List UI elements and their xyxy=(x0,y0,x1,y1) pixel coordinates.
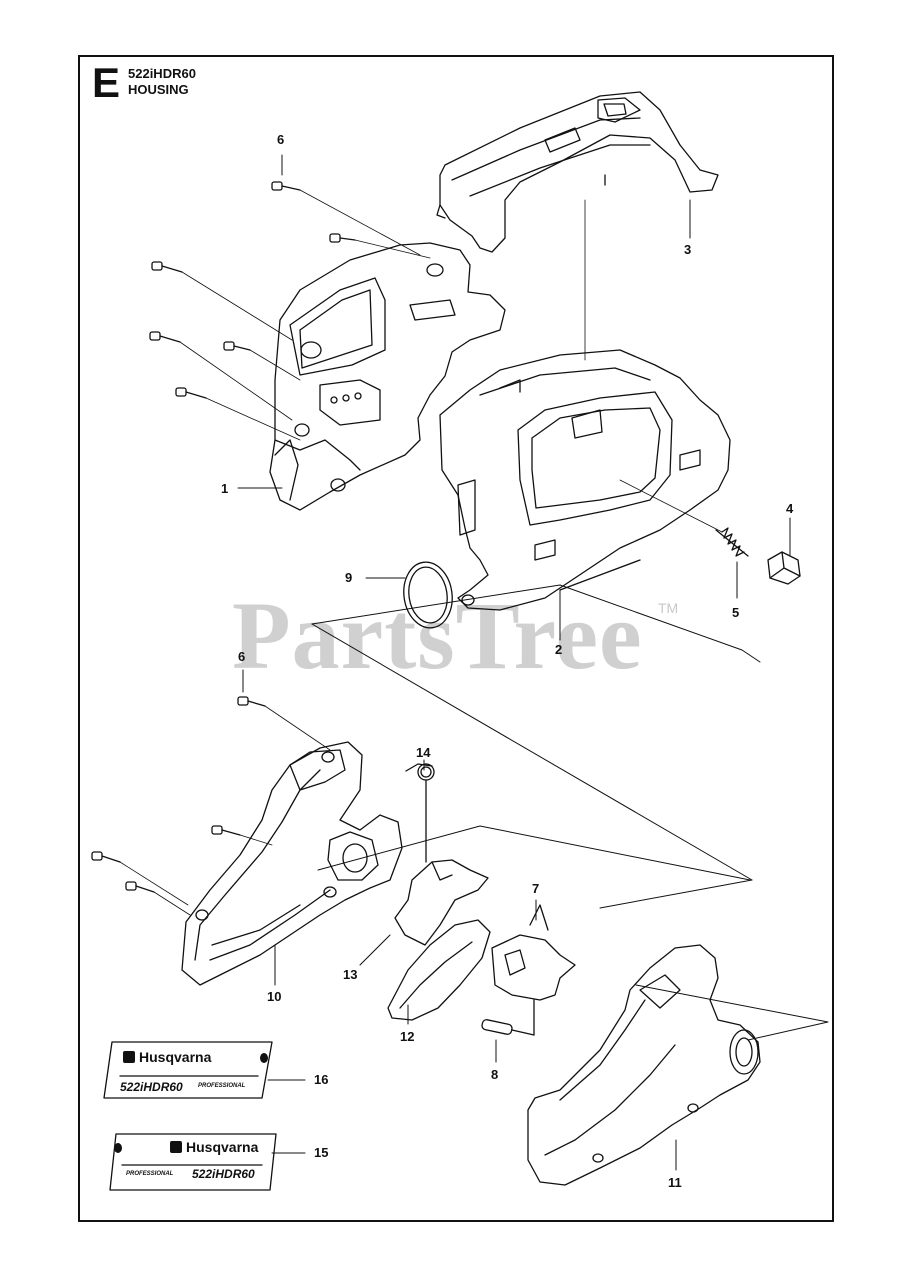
section-letter: E xyxy=(92,59,121,106)
decal-15-model: 522iHDR60 xyxy=(192,1167,255,1181)
decal-15-brand: Husqvarna xyxy=(186,1139,259,1155)
part-9-o-ring[interactable] xyxy=(400,559,457,631)
part-14-torsion-spring[interactable] xyxy=(405,763,435,863)
part-8-spring[interactable] xyxy=(481,999,535,1036)
callout-1: 1 xyxy=(221,481,229,496)
callout-4: 4 xyxy=(786,501,794,516)
watermark-text: PartsTree xyxy=(232,582,643,689)
lower-screw-guide-lines xyxy=(119,705,331,916)
part-3-top-handle-cover[interactable] xyxy=(436,91,719,253)
callout-14: 14 xyxy=(416,745,431,760)
screw-guide-lines xyxy=(179,189,723,533)
diagram-frame xyxy=(78,55,834,1222)
callout-16: 16 xyxy=(314,1072,329,1087)
part-1-left-housing[interactable] xyxy=(269,242,506,511)
part-5-spring[interactable] xyxy=(715,527,749,557)
callout-5: 5 xyxy=(732,605,740,620)
part-7-lock-lever[interactable] xyxy=(491,904,576,1001)
decal-15-crown-icon xyxy=(170,1141,182,1153)
decal-15-outline xyxy=(109,1133,277,1191)
callout-10: 10 xyxy=(267,989,282,1004)
decal-16-dot-icon xyxy=(260,1053,268,1063)
callout-6a: 6 xyxy=(277,132,285,147)
part-2-main-housing[interactable] xyxy=(439,349,731,611)
assembly-planes xyxy=(311,584,829,1041)
decal-15-dot-icon xyxy=(114,1143,122,1153)
callout-12: 12 xyxy=(400,1029,415,1044)
callout-15: 15 xyxy=(314,1145,329,1160)
callout-6b: 6 xyxy=(238,649,246,664)
decal-16-model: 522iHDR60 xyxy=(120,1080,183,1094)
part-13-trigger[interactable] xyxy=(394,859,489,946)
callout-8: 8 xyxy=(491,1067,499,1082)
decal-16-crown-icon xyxy=(123,1051,135,1063)
part-6-screws-upper[interactable] xyxy=(149,181,356,399)
decal-16-outline xyxy=(103,1041,273,1099)
part-12-cover[interactable] xyxy=(387,919,491,1021)
leader-lines xyxy=(237,154,791,1171)
callout-7: 7 xyxy=(532,881,540,896)
callout-2: 2 xyxy=(555,642,563,657)
decal-15-grade: PROFESSIONAL xyxy=(126,1171,174,1177)
callout-13: 13 xyxy=(343,967,358,982)
watermark-trademark: TM xyxy=(658,600,679,616)
model-label: 522iHDR60 xyxy=(128,66,196,81)
callout-11: 11 xyxy=(668,1175,682,1190)
decal-16-brand: Husqvarna xyxy=(139,1049,212,1065)
decal-16-grade: PROFESSIONAL xyxy=(198,1083,246,1089)
part-4-lock-button[interactable] xyxy=(767,551,801,585)
part-11-rear-handle[interactable] xyxy=(527,944,761,1186)
callout-9: 9 xyxy=(345,570,353,585)
part-10-lower-left-housing[interactable] xyxy=(181,741,403,986)
part-6-screws-lower[interactable] xyxy=(91,696,266,893)
callout-3: 3 xyxy=(684,242,692,257)
section-title: HOUSING xyxy=(128,82,189,97)
